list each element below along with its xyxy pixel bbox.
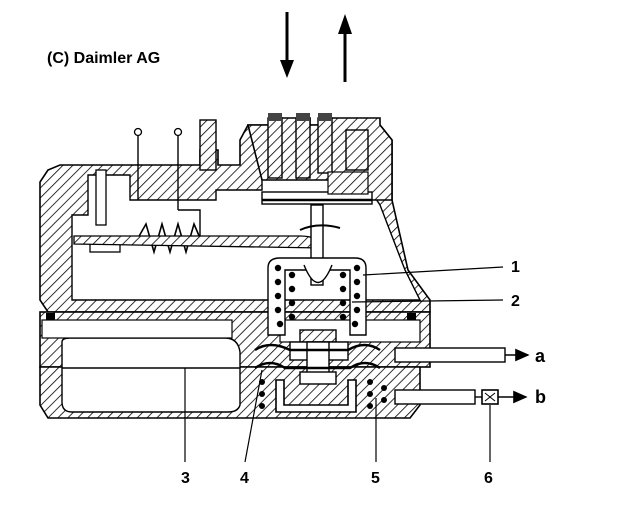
port-label-a: a (535, 346, 546, 366)
contacts-spring (73, 119, 323, 255)
top-cap (246, 113, 393, 205)
callout-1: 1 (511, 259, 520, 276)
callout-5: 5 (371, 470, 380, 487)
copyright-notice: (C) Daimler AG (47, 50, 161, 67)
leader-lines (184, 266, 504, 463)
callout-3: 3 (181, 470, 190, 487)
central-piston (254, 204, 387, 413)
callout-6: 6 (484, 470, 493, 487)
outlet-pipes (394, 347, 530, 405)
port-label-b: b (535, 387, 546, 407)
callout-2: 2 (511, 293, 520, 310)
callout-4: 4 (240, 470, 249, 487)
flow-arrows (280, 12, 352, 82)
